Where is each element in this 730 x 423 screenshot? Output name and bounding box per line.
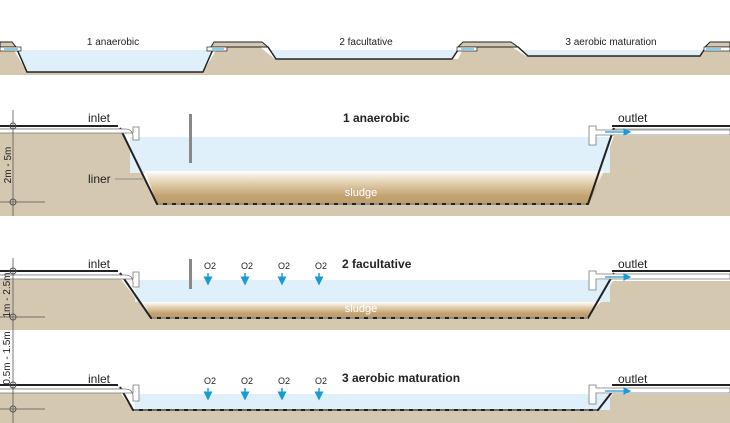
section-title: 3 aerobic maturation (342, 371, 460, 385)
depth-label: 2m - 5m (3, 147, 14, 184)
water (135, 280, 610, 302)
depth-label: 0.5m - 1.5m (2, 331, 13, 384)
o2-label: O2 (315, 376, 327, 386)
oxygen-markers: O2 O2 O2 O2 (203, 376, 327, 401)
section-aerobic-maturation: 0.5m - 1.5m inlet outlet 3 aerobic matur… (0, 330, 730, 423)
overview-label-anaerobic: 1 anaerobic (87, 37, 139, 48)
o2-label: O2 (204, 261, 216, 271)
liner (119, 127, 615, 205)
inlet-label: inlet (88, 372, 111, 386)
sludge-layer (143, 302, 601, 317)
o2-marker: O2 (203, 376, 216, 401)
outlet-label: outlet (618, 257, 648, 271)
o2-label: O2 (204, 376, 216, 386)
ground (0, 392, 730, 423)
section-title: 1 anaerobic (343, 111, 410, 125)
ground (0, 130, 730, 216)
overview-pond-1-water (18, 50, 212, 71)
liner (119, 386, 613, 411)
outlet-label: outlet (618, 372, 648, 386)
o2-label: O2 (315, 261, 327, 271)
oxygen-markers: O2 O2 O2 O2 (203, 261, 327, 286)
inlet-pipe (0, 126, 140, 141)
o2-marker: O2 (277, 261, 290, 286)
water (135, 394, 610, 410)
depth-label: 1m - 2.5m (2, 272, 13, 317)
overview-ground (0, 47, 730, 75)
section-anaerobic: 2m - 5m liner inlet outlet 1 anaerobic s… (0, 110, 730, 216)
inlet-pipe (0, 384, 140, 402)
liner-label: liner (88, 172, 111, 186)
ground (0, 278, 730, 330)
overview-pond-2-water (271, 50, 458, 58)
o2-marker: O2 (240, 261, 253, 286)
overview-label-aerobic-maturation: 3 aerobic maturation (565, 37, 656, 48)
o2-label: O2 (241, 376, 253, 386)
o2-label: O2 (278, 376, 290, 386)
o2-marker: O2 (240, 376, 253, 401)
sludge-label: sludge (345, 187, 377, 199)
section-facultative: 1m - 2.5m inlet outlet 2 facultative slu… (0, 257, 730, 330)
sludge-label: sludge (345, 303, 377, 315)
o2-label: O2 (278, 261, 290, 271)
outlet-label: outlet (618, 111, 648, 125)
inlet-label: inlet (88, 111, 111, 125)
o2-marker: O2 (314, 261, 327, 286)
sludge-layer (145, 171, 604, 204)
o2-marker: O2 (314, 376, 327, 401)
o2-marker: O2 (277, 376, 290, 401)
o2-label: O2 (241, 261, 253, 271)
inlet-label: inlet (88, 257, 111, 271)
o2-marker: O2 (203, 261, 216, 286)
overview-pond-3-water (522, 50, 704, 55)
baffle (189, 114, 192, 163)
overview-label-facultative: 2 facultative (339, 37, 393, 48)
overview-strip: 1 anaerobic 2 facultative 3 aerobic matu… (0, 37, 730, 75)
inlet-pipe (0, 271, 140, 288)
baffle (189, 259, 192, 289)
section-title: 2 facultative (342, 257, 412, 271)
water (130, 137, 610, 173)
